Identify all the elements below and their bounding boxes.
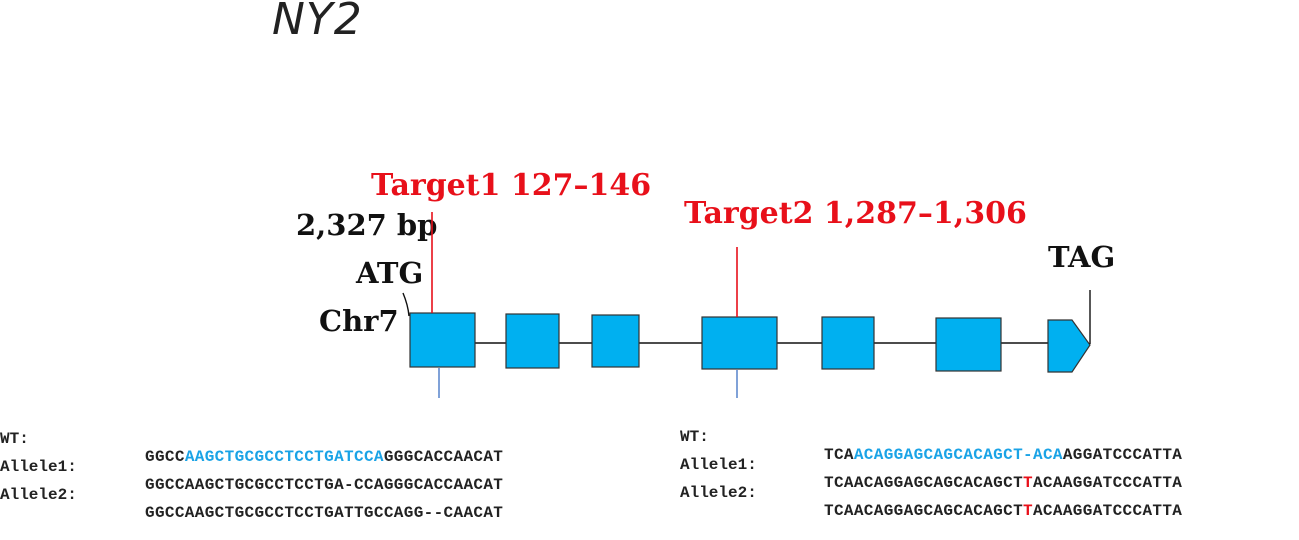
sequence-row-text: TCAACAGGAGCAGCACAGCT-ACAAGGATCCCATTA	[824, 446, 1182, 464]
sequence-row-text: GGCCAAGCTGCGCCTCCTGA-CCAGGGCACCAACAT	[145, 476, 503, 494]
sequence-segment: TCAACAGGAGCAGCACAGCT	[824, 474, 1024, 492]
sequence-row-label: WT:	[0, 430, 29, 448]
exon-5	[821, 316, 875, 370]
gene-structure-diagram	[402, 212, 1091, 398]
sequence-row-label: Allele1:	[0, 458, 77, 476]
target2-label: Target2 1,287–1,306	[684, 196, 1027, 231]
sequence-row-text: GGCCAAGCTGCGCCTCCTGATTGCCAGG--CAACAT	[145, 504, 503, 522]
atg-pointer-line	[402, 292, 410, 317]
stop-codon-label: TAG	[1048, 240, 1116, 274]
sequence-segment: GGCCAAGCTGCGCCTCCTGATTGCCAGG--CAACAT	[145, 504, 504, 522]
exon-4	[701, 316, 778, 370]
sequence-segment: GGCCAAGCTGCGCCTCCTGA-CCAGGGCACCAACAT	[145, 476, 504, 494]
sequence-row: Allele2: TCAACAGGAGCAGCACAGCTTACAAGGATCC…	[680, 466, 1182, 538]
sequence-row-text: TCAACAGGAGCAGCACAGCTTACAAGGATCCCATTA	[824, 474, 1182, 492]
exon-2	[505, 313, 560, 369]
sequence-row-label: WT:	[680, 428, 709, 446]
exon-1	[409, 312, 476, 368]
sequence-row-label: Allele1:	[680, 456, 757, 474]
sequence-segment: ACAAGGATCCCATTA	[1032, 502, 1183, 520]
sequence-row-label: Allele2:	[680, 484, 757, 502]
target1-label: Target1 127–146	[371, 168, 652, 203]
insertion-highlight: T	[1023, 502, 1033, 520]
gene-title: NY2	[272, 0, 363, 45]
guide-sequence-highlight: AAGCTGCGCCTCCTGATCCA	[184, 448, 384, 466]
exon-7-terminal-arrow	[1047, 319, 1091, 373]
sequence-segment: GGCC	[145, 448, 185, 466]
exon-6	[935, 317, 1002, 372]
exon-3	[591, 314, 640, 368]
sequence-segment: AGGATCCCATTA	[1062, 446, 1183, 464]
insertion-highlight: T	[1023, 474, 1033, 492]
start-codon-label: ATG	[356, 256, 424, 290]
sequence-row-text: GGCCAAGCTGCGCCTCCTGATCCAGGGCACCAACAT	[145, 448, 503, 466]
chromosome-label: Chr7	[319, 304, 399, 338]
sequence-segment: ACAAGGATCCCATTA	[1032, 474, 1183, 492]
sequence-row: WT: GGCCAAGCTGCGCCTCCTGATCCAGGGCACCAACAT	[0, 412, 503, 484]
gene-length-label: 2,327 bp	[296, 208, 438, 242]
sequence-segment: GGGCACCAACAT	[383, 448, 504, 466]
sequence-segment: TCAACAGGAGCAGCACAGCT	[824, 502, 1024, 520]
sequence-segment: TCA	[824, 446, 854, 464]
sequence-row: Allele2: GGCCAAGCTGCGCCTCCTGATTGCCAGG--C…	[0, 468, 503, 540]
guide-sequence-highlight: ACAGGAGCAGCACAGCT-ACA	[853, 446, 1063, 464]
sequence-row-text: TCAACAGGAGCAGCACAGCTTACAAGGATCCCATTA	[824, 502, 1182, 520]
sequence-row-label: Allele2:	[0, 486, 77, 504]
sequence-row: WT: TCAACAGGAGCAGCACAGCT-ACAAGGATCCCATTA	[680, 410, 1182, 482]
